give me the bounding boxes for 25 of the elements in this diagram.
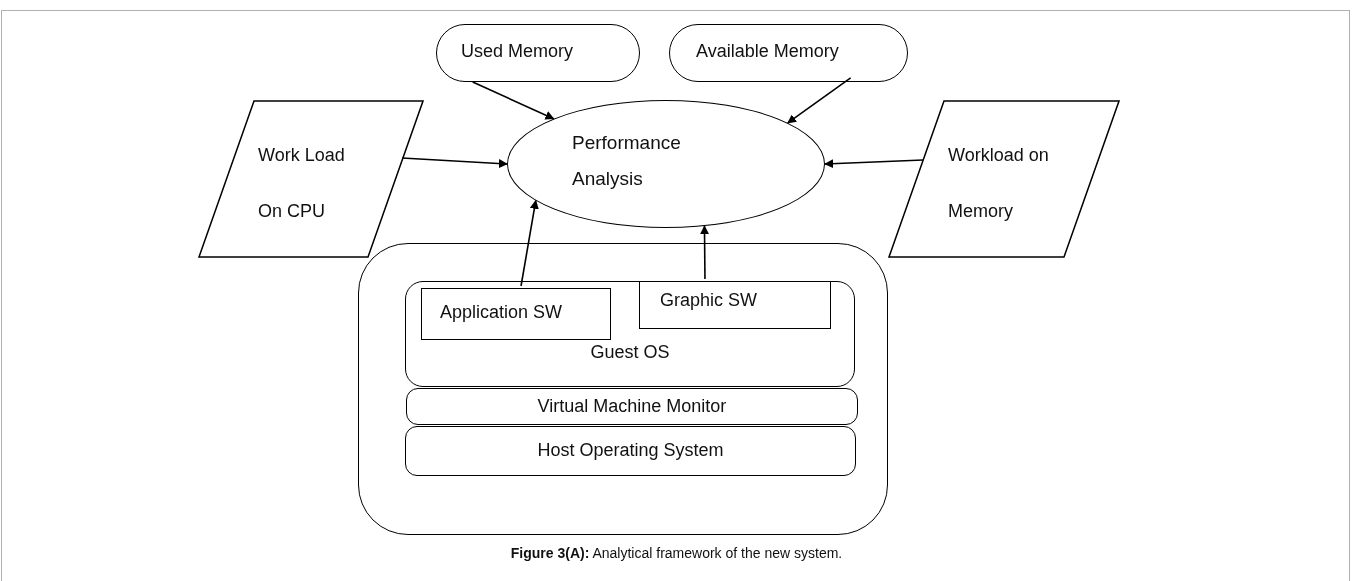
data-parallelogram — [198, 100, 424, 258]
node-label: Virtual Machine Monitor — [536, 396, 728, 417]
arrow — [700, 225, 710, 280]
data-parallelogram — [888, 100, 1120, 258]
system-container — [358, 243, 888, 535]
arrow — [520, 199, 539, 287]
node-label: Available Memory — [696, 41, 839, 62]
arrow — [471, 81, 555, 120]
layer-box — [406, 388, 858, 425]
node-label: Host Operating System — [536, 440, 725, 461]
figure-caption: Figure 3(A): Analytical framework of the new system. — [509, 545, 844, 561]
arrow — [787, 77, 852, 124]
node-label: Work Load On CPU — [258, 144, 346, 223]
arrow — [401, 157, 508, 169]
node-label: Used Memory — [461, 41, 574, 62]
node-label: Performance Analysis — [572, 131, 682, 191]
layer-box — [405, 281, 855, 387]
layer-box — [405, 426, 856, 476]
software-box — [421, 288, 611, 340]
node-label: Graphic SW — [660, 290, 758, 311]
node-label: Guest OS — [589, 342, 671, 363]
node-label: Workload on Memory — [948, 144, 1050, 223]
arrow — [824, 159, 924, 169]
node-label: Application SW — [440, 302, 563, 323]
software-box — [639, 281, 831, 329]
